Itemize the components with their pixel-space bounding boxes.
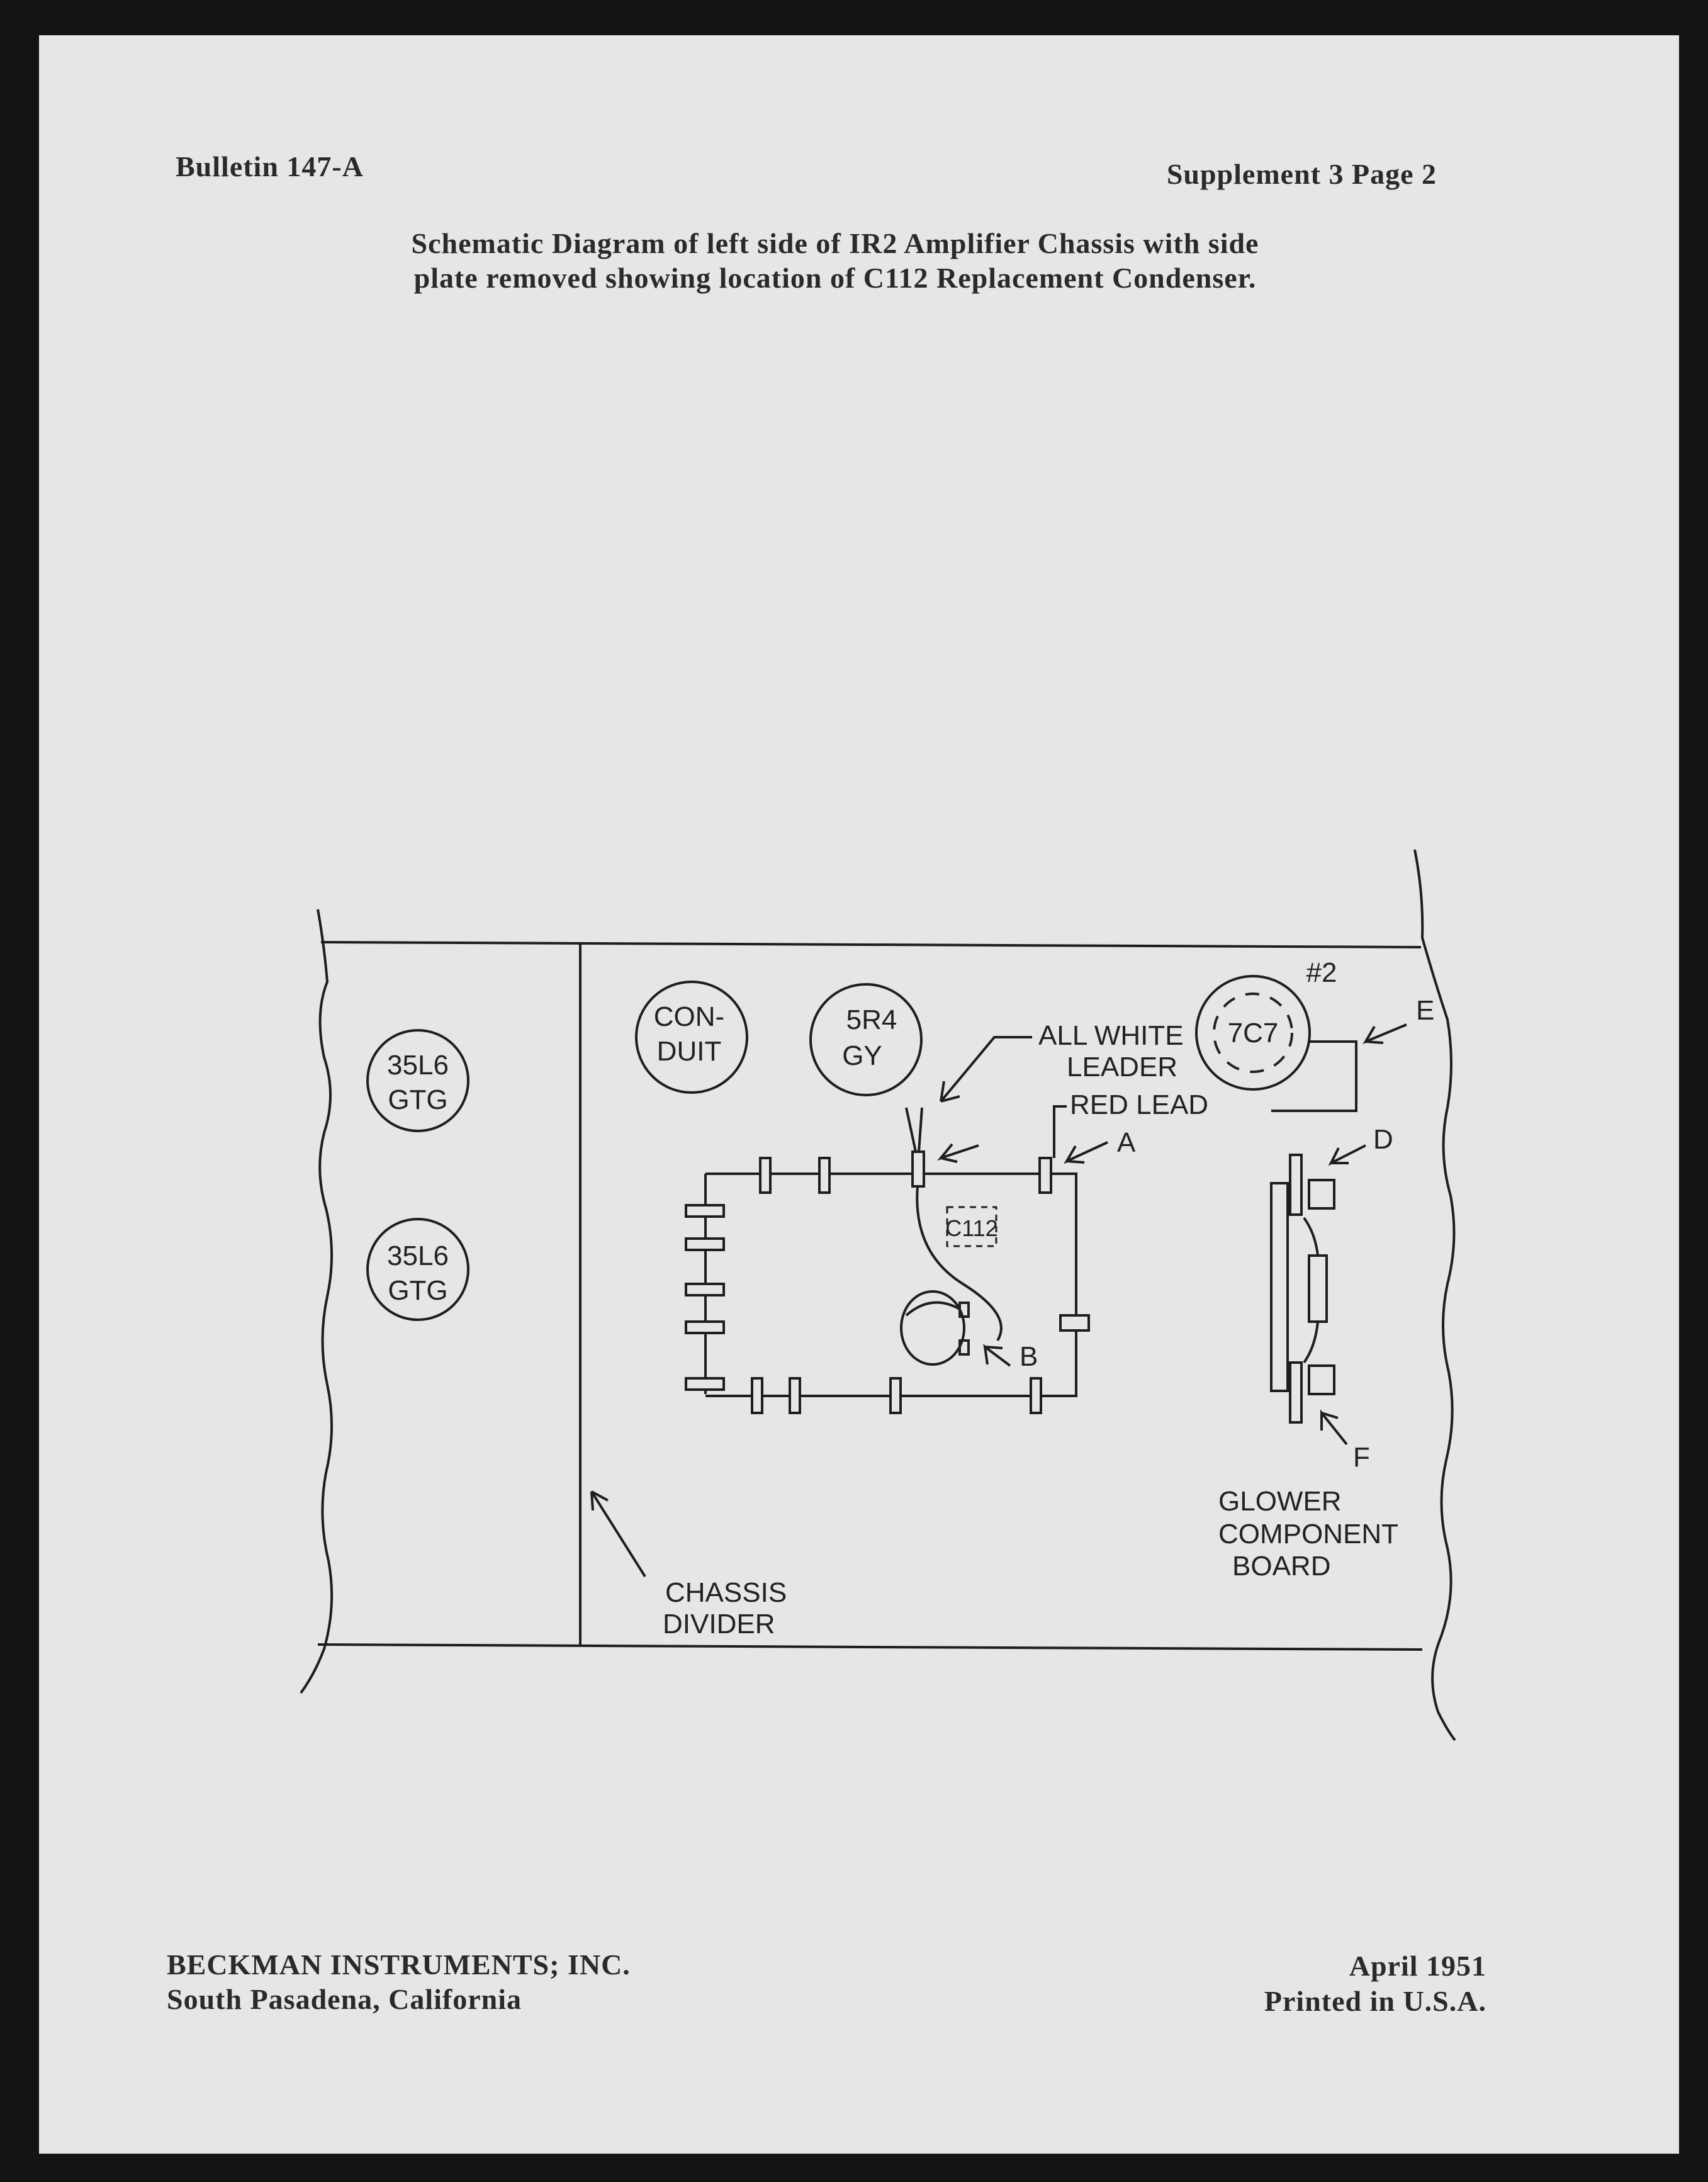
7c7-lead	[1271, 1040, 1357, 1112]
arrow-divider-icon	[590, 1490, 646, 1578]
right-torn-edge	[1413, 849, 1456, 1741]
chassis-divider-label-1: CHASSIS	[665, 1577, 787, 1608]
glower-label-2: COMPONENT	[1218, 1519, 1398, 1549]
point-f-label: F	[1353, 1442, 1370, 1473]
point-b-label: B	[1020, 1341, 1038, 1372]
glower-label-3: BOARD	[1232, 1551, 1330, 1582]
glower-component-board	[1270, 1154, 1335, 1424]
arrow-white-leader-icon	[940, 1036, 1032, 1103]
arrow-b-icon	[983, 1344, 1011, 1367]
footer-company: BECKMAN INSTRUMENTS; INC.	[167, 1949, 631, 1981]
arrow-d-icon	[1328, 1144, 1366, 1166]
arrow-a-icon	[1064, 1141, 1108, 1164]
tube-35l6-1: 35L6 GTG	[366, 1029, 469, 1132]
c112-condenser	[946, 1206, 997, 1247]
title-line-2: plate removed showing location of C112 R…	[413, 262, 1257, 294]
glower-label-1: GLOWER	[1218, 1486, 1342, 1517]
red-lead-wire	[1053, 1105, 1067, 1158]
chassis-top-edge	[320, 941, 1422, 948]
point-a-label: A	[1117, 1127, 1136, 1158]
conduit: CON- DUIT	[635, 981, 748, 1094]
svg-text:GTG: GTG	[388, 1275, 447, 1306]
footer-printed: Printed in U.S.A.	[1264, 1985, 1486, 2017]
tube-35l6-2: 35L6 GTG	[366, 1218, 469, 1321]
svg-text:GTG: GTG	[388, 1084, 447, 1115]
bulletin-number: Bulletin 147-A	[176, 150, 364, 183]
svg-text:CON-: CON-	[654, 1001, 724, 1032]
svg-text:GY: GY	[842, 1040, 882, 1071]
chassis-bottom-edge	[317, 1643, 1423, 1651]
left-torn-edge	[300, 909, 334, 1694]
svg-text:DUIT: DUIT	[657, 1036, 722, 1067]
red-lead-label: RED LEAD	[1070, 1089, 1208, 1120]
footer-date: April 1951	[1349, 1950, 1486, 1982]
point-e-label: E	[1416, 995, 1434, 1026]
all-white-leader-label: ALL WHITE	[1038, 1020, 1184, 1051]
svg-text:5R4: 5R4	[846, 1004, 897, 1035]
board-terminals	[685, 1150, 1090, 1414]
footer-location: South Pasadena, California	[167, 1983, 522, 2015]
tube-5r4: 5R4 GY	[809, 983, 923, 1096]
capacitor-can	[900, 1290, 970, 1366]
svg-text:35L6: 35L6	[387, 1240, 449, 1271]
title-line-1: Schematic Diagram of left side of IR2 Am…	[411, 227, 1259, 259]
svg-text:35L6: 35L6	[387, 1050, 449, 1081]
chassis-divider-label-2: DIVIDER	[663, 1609, 775, 1639]
c112-label: C112	[945, 1215, 997, 1241]
arrow-white-terminal-icon	[937, 1143, 979, 1163]
white-leader-wire	[905, 1107, 1003, 1342]
arrow-f-icon	[1320, 1409, 1348, 1446]
tube-number: #2	[1306, 957, 1337, 988]
tube-7c7: 7C7 #2	[1195, 957, 1337, 1091]
svg-text:7C7: 7C7	[1228, 1018, 1279, 1049]
arrow-e-icon	[1362, 1023, 1407, 1045]
point-d-label: D	[1373, 1124, 1393, 1155]
supplement-page: Supplement 3 Page 2	[1166, 158, 1437, 190]
all-white-leader-label-2: LEADER	[1067, 1052, 1177, 1083]
